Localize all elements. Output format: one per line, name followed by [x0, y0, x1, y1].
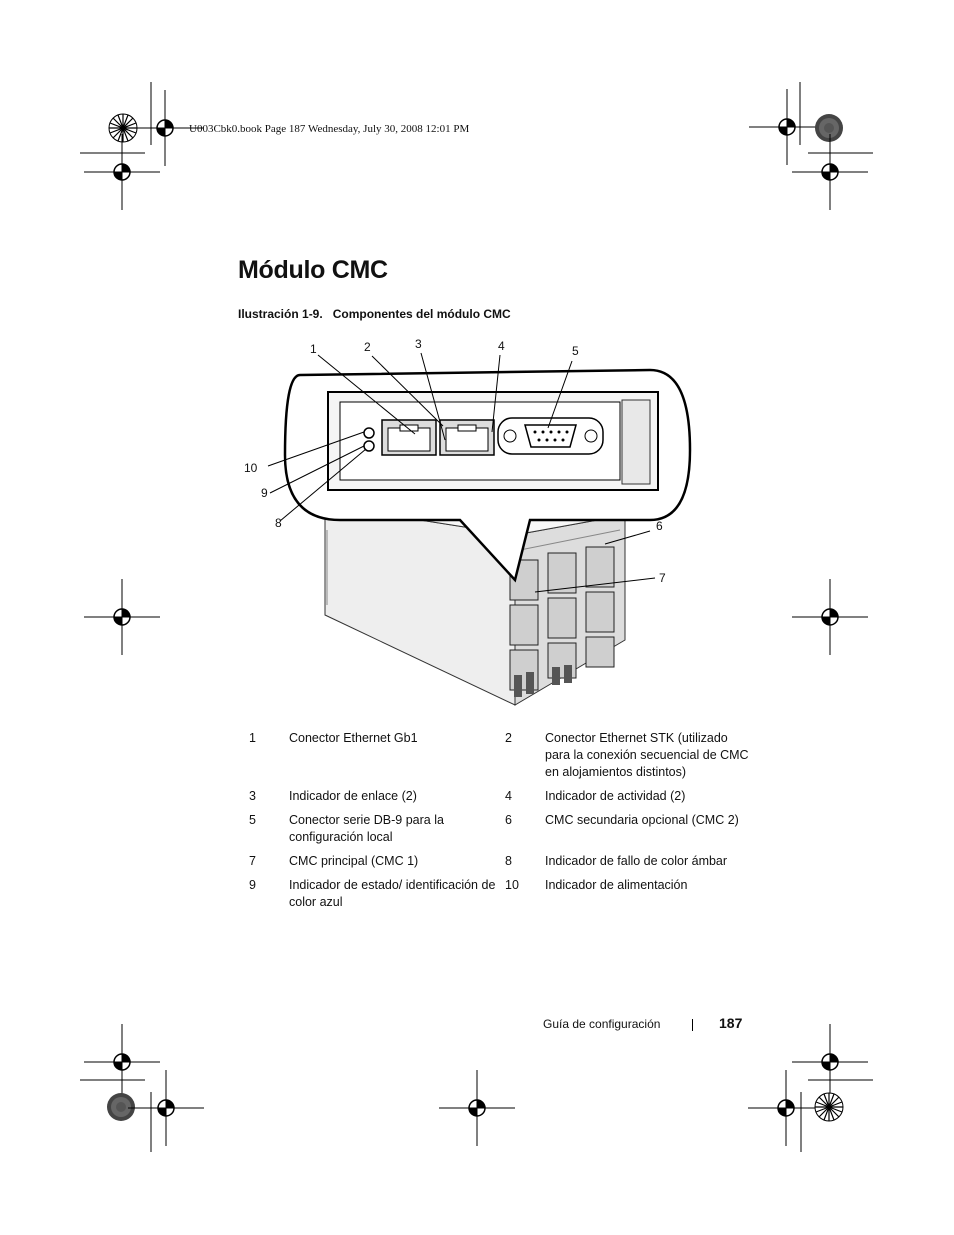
starburst-mark [108, 113, 138, 143]
legend-description: CMC secundaria opcional (CMC 2) [545, 813, 739, 827]
crosshair-mark [83, 1023, 161, 1101]
blade-slots [509, 546, 615, 691]
cmc-module-illustration [267, 352, 692, 706]
footer-section-title: Guía de configuración [543, 1017, 661, 1031]
legend-description: Conector Ethernet STK (utilizado para la… [545, 731, 749, 779]
callout-9: 9 [261, 486, 268, 500]
crosshair-mark [791, 578, 869, 656]
legend-description: Indicador de fallo de color ámbar [545, 854, 728, 868]
crosshair-mark [83, 578, 161, 656]
legend-description: Indicador de alimentación [545, 878, 688, 892]
legend-number: 4 [505, 789, 512, 803]
callout-6: 6 [656, 519, 663, 533]
cmc-module-figure: 1 2 3 4 5 6 7 8 9 10 [230, 335, 700, 715]
legend-description: Indicador de actividad (2) [545, 789, 686, 803]
legend-row: 3 Indicador de enlace (2) 4 Indicador de… [243, 788, 755, 812]
legend-description: Indicador de estado/ identificación de c… [289, 878, 496, 909]
legend-row: 9 Indicador de estado/ identificación de… [243, 877, 755, 918]
callout-8: 8 [275, 516, 282, 530]
callout-7: 7 [659, 571, 666, 585]
legend-number: 7 [249, 854, 256, 868]
component-legend-table: 1 Conector Ethernet Gb1 2 Conector Ether… [243, 730, 755, 918]
callout-10: 10 [244, 461, 258, 475]
legend-description: Indicador de enlace (2) [289, 789, 417, 803]
color-mark [107, 1093, 135, 1121]
legend-number: 10 [505, 878, 519, 892]
legend-row: 7 CMC principal (CMC 1) 8 Indicador de f… [243, 853, 755, 877]
callout-4: 4 [498, 339, 505, 353]
figure-caption-text: Componentes del módulo CMC [332, 307, 511, 321]
page-number: 187 [719, 1015, 743, 1031]
crosshair-mark [83, 133, 161, 211]
legend-number: 5 [249, 813, 256, 827]
crosshair-mark [748, 88, 826, 166]
legend-description: Conector Ethernet Gb1 [289, 731, 418, 745]
crosshair-mark [127, 1069, 205, 1147]
legend-row: 5 Conector serie DB-9 para la configurac… [243, 812, 755, 853]
footer-divider [692, 1019, 693, 1031]
legend-row: 1 Conector Ethernet Gb1 2 Conector Ether… [243, 730, 755, 788]
legend-number: 3 [249, 789, 256, 803]
legend-number: 9 [249, 878, 256, 892]
ethernet-port-gb1-icon [381, 419, 437, 456]
callout-5: 5 [572, 344, 579, 358]
figure-caption: Ilustración 1-9. Componentes del módulo C… [238, 307, 511, 321]
page-header-info: U003Cbk0.book Page 187 Wednesday, July 3… [189, 123, 470, 135]
page-title: Módulo CMC [238, 256, 388, 284]
crosshair-mark [747, 1069, 825, 1147]
figure-label: Ilustración 1-9. [238, 307, 323, 321]
crosshair-mark [438, 1069, 516, 1147]
led-power-icon [363, 427, 375, 439]
color-mark [815, 114, 843, 142]
legend-number: 2 [505, 731, 512, 745]
crosshair-mark [791, 133, 869, 211]
legend-number: 1 [249, 731, 256, 745]
callout-2: 2 [364, 340, 371, 354]
crosshair-mark [791, 1023, 869, 1101]
legend-number: 6 [505, 813, 512, 827]
db9-serial-port-icon [497, 417, 604, 455]
ethernet-port-stk-icon [439, 419, 495, 456]
legend-number: 8 [505, 854, 512, 868]
legend-description: Conector serie DB-9 para la configuració… [289, 813, 444, 844]
legend-description: CMC principal (CMC 1) [289, 854, 419, 868]
starburst-mark [814, 1092, 844, 1122]
callout-3: 3 [415, 337, 422, 351]
callout-1: 1 [310, 342, 317, 356]
